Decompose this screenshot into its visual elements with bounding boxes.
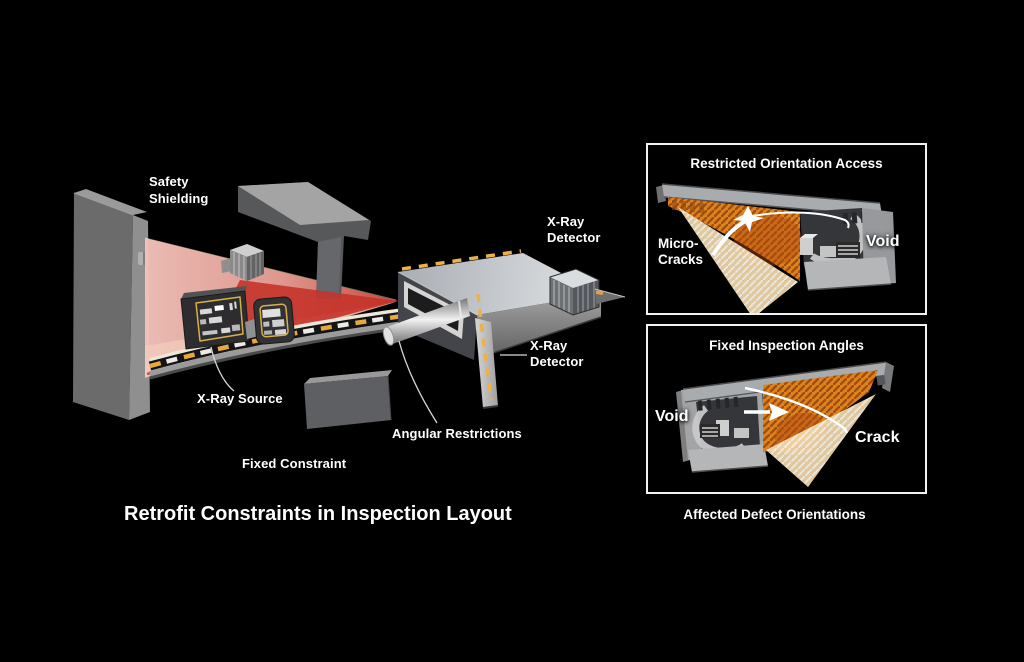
gantry-arch (238, 182, 371, 299)
cross-section-illustration-2 (676, 361, 894, 487)
beam-spread-fan (678, 207, 798, 313)
label-fixed-constraint: Fixed Constraint (242, 456, 347, 471)
source-box-components (199, 301, 241, 336)
beam-tube (382, 298, 470, 346)
label-void-1: Void (866, 233, 900, 250)
source-box-2 (253, 296, 295, 345)
beam-spread-fan (766, 394, 876, 487)
detector-support-leg (475, 318, 498, 408)
defect-direction-arrow (744, 386, 849, 434)
sensor-cube (221, 244, 264, 281)
component-cross-section (656, 183, 896, 313)
panels-caption: Affected Defect Orientations (683, 507, 866, 522)
label-void-2: Void (655, 408, 689, 425)
leader-xray-source (210, 346, 235, 392)
warning-stripe-top (401, 249, 522, 271)
cross-section-illustration-1 (656, 183, 896, 313)
label-xray-source: X-Ray Source (197, 391, 283, 406)
label-micro-cracks: Micro- Cracks (658, 236, 704, 267)
label-safety-shielding: Safety Shielding (149, 174, 209, 206)
microcrack-region (668, 197, 800, 281)
defect-direction-arrow (711, 206, 850, 257)
label-crack: Crack (855, 429, 900, 446)
label-xray-detector-side: X-Ray Detector (530, 338, 584, 369)
label-angular-restrictions: Angular Restrictions (392, 426, 522, 441)
rail-tail (594, 288, 626, 304)
label-xray-detector-top: X-Ray Detector (547, 214, 601, 245)
panel-fixed-angles: Fixed Inspection Angles Void Crack (646, 324, 927, 494)
leader-lines (210, 340, 527, 424)
xray-source-devices (180, 286, 295, 350)
safety-shielding-wall (73, 189, 150, 420)
panel-1-title: Restricted Orientation Access (690, 156, 883, 171)
panel-restricted-orientation: Restricted Orientation Access Micro- Cra… (646, 143, 927, 315)
panel-2-title: Fixed Inspection Angles (709, 338, 864, 353)
warning-stripe-side (476, 293, 493, 401)
leader-angular-restrictions (398, 340, 438, 424)
constraint-slab (304, 370, 392, 429)
component-cross-section (676, 361, 894, 487)
detector-connector-cube (549, 268, 600, 316)
figure-title: Retrofit Constraints in Inspection Layou… (124, 503, 512, 525)
